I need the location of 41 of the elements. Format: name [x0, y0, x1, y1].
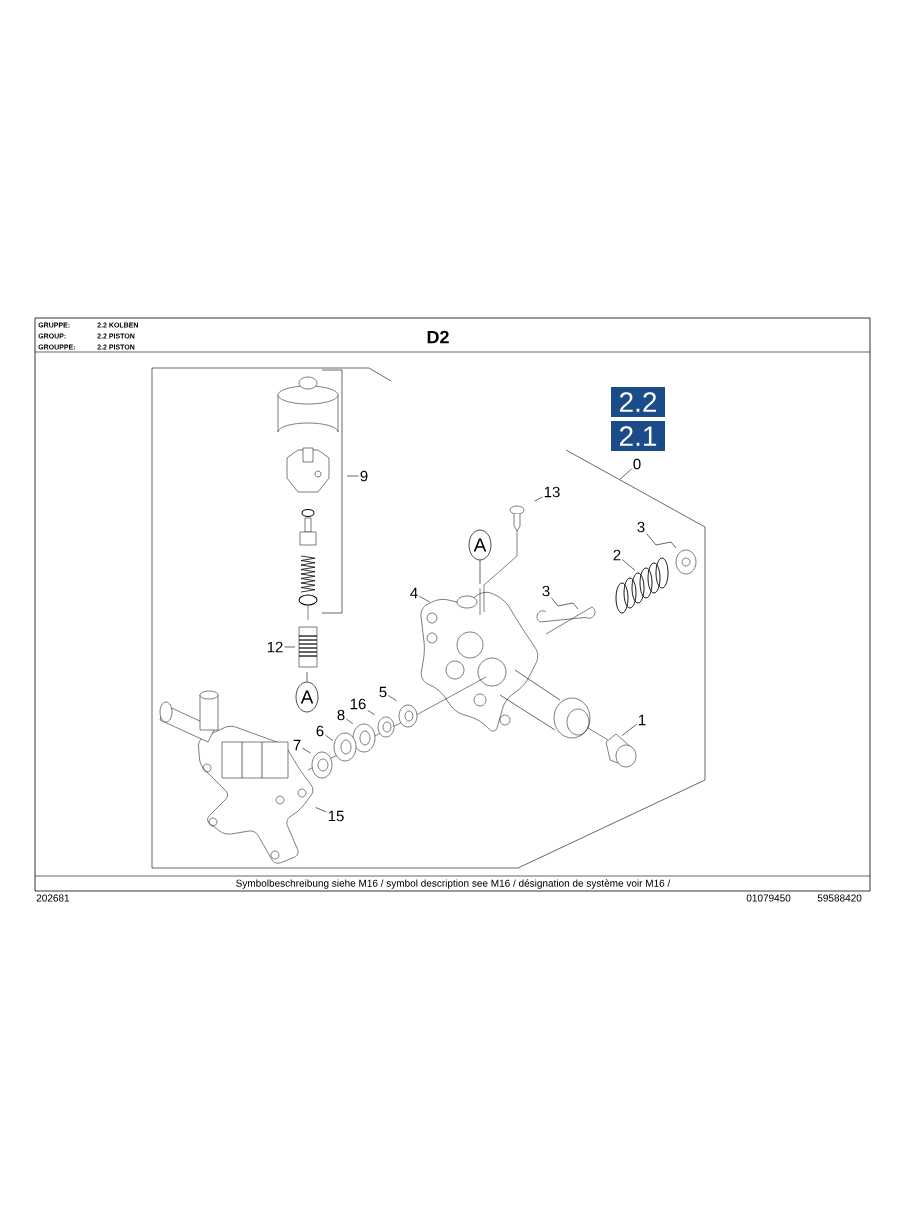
sheet-title: D2: [427, 330, 449, 344]
document-number: 01079450: [746, 894, 791, 902]
leader-line: [284, 646, 296, 648]
callout-number: 4: [410, 587, 418, 599]
leader-line: [325, 734, 334, 741]
leader-line: [646, 533, 677, 549]
callout-number: 15: [328, 810, 344, 822]
callout-number: 7: [293, 739, 301, 751]
callout-number: 9: [360, 470, 368, 482]
callout-number: 5: [379, 686, 387, 698]
callout-number: 12: [267, 641, 283, 653]
callout-number: 13: [544, 486, 560, 498]
callout-number: 6: [316, 725, 324, 737]
callout-number: 8: [337, 709, 345, 721]
leader-line: [306, 671, 308, 682]
reference-mark: A: [295, 681, 319, 713]
leader-line: [419, 595, 430, 603]
leader-line: [479, 560, 481, 585]
callout-number: 3: [542, 585, 550, 597]
callout-number: 0: [633, 458, 641, 470]
leader-line: [346, 718, 354, 724]
leader-line: [367, 709, 375, 716]
leader-line: [315, 807, 327, 813]
leader-line: [621, 723, 637, 736]
leader-line: [622, 559, 636, 571]
footer-note: Symbolbeschreibung siehe M16 / symbol description see M16 / désignation de système voir M16 /: [236, 879, 671, 889]
callout-number: 2: [613, 549, 621, 561]
leader-line: [550, 597, 579, 610]
leader-line: [388, 695, 397, 702]
leader-line: [302, 747, 311, 754]
document-number: 59588420: [817, 894, 862, 902]
reference-mark: A: [468, 529, 492, 561]
leader-line: [534, 496, 543, 502]
leader-line: [619, 468, 632, 480]
callout-number: 3: [637, 521, 645, 533]
group-number-box: 2.1: [611, 421, 665, 451]
document-number: 202681: [36, 894, 70, 902]
callout-number: 1: [639, 714, 646, 726]
leader-line: [346, 475, 359, 477]
group-number-box: 2.2: [611, 387, 665, 417]
callout-number: 16: [350, 698, 366, 710]
